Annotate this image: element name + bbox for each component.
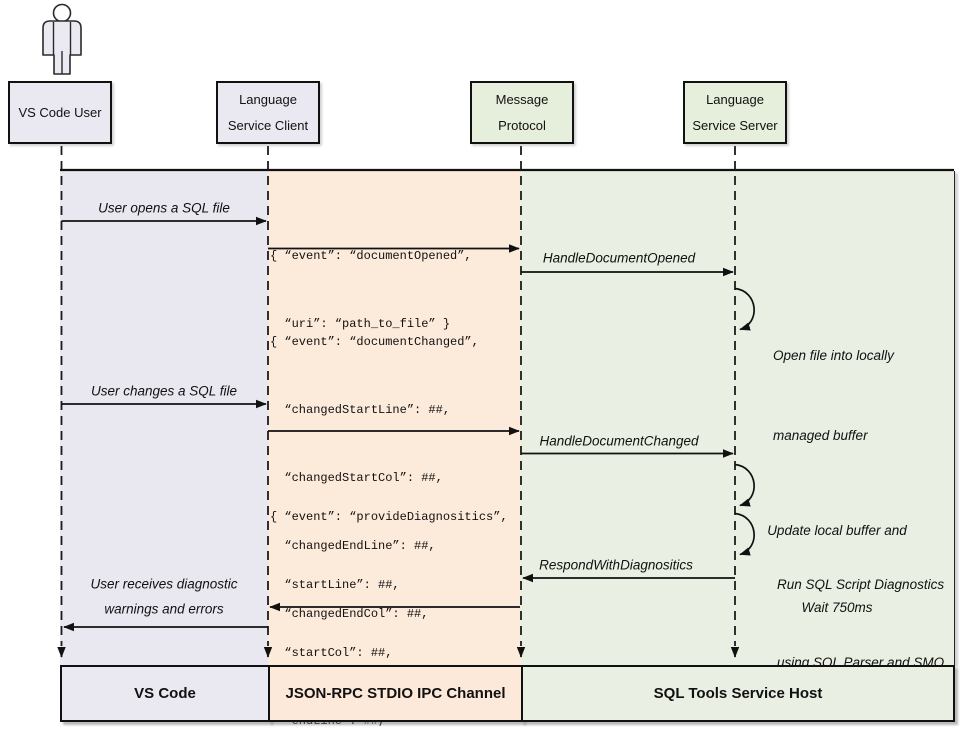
label-respond-diag: RespondWithDiagnositics: [539, 557, 693, 572]
actor-label: Language: [239, 91, 297, 107]
label-receive-diag-2: warnings and errors: [104, 601, 224, 616]
payload-document-opened: { “event”: “documentOpened”, “uri”: “pat…: [270, 249, 472, 332]
actor-label: Language: [706, 91, 764, 107]
lane-ipc-channel: [268, 171, 521, 665]
actor-box-message-protocol: Message Protocol: [470, 81, 574, 144]
footer-box-ipc-channel: JSON-RPC STDIO IPC Channel: [268, 665, 523, 722]
actor-box-language-service-server: Language Service Server: [683, 81, 787, 144]
actor-box-vscode-user: VS Code User: [8, 81, 112, 144]
footer-box-service-host: SQL Tools Service Host: [521, 665, 955, 722]
footer-box-vscode: VS Code: [60, 665, 270, 722]
note-open-buffer: Open file into locally managed buffer: [773, 348, 894, 443]
label-change-file: User changes a SQL file: [90, 383, 238, 398]
actor-label: Protocol: [498, 117, 546, 133]
label-open-file: User opens a SQL file: [98, 200, 230, 216]
lane-service-host: [521, 171, 955, 665]
note-update-buffer: Update local buffer and Wait 750ms: [767, 523, 907, 615]
lane-vscode: [60, 171, 268, 665]
user-actor-icon: [42, 3, 82, 75]
actor-box-language-service-client: Language Service Client: [216, 81, 320, 144]
label-handle-changed: HandleDocumentChanged: [539, 433, 699, 448]
actor-label: Service Server: [692, 117, 778, 133]
actor-label: Message: [495, 91, 549, 107]
actor-label: VS Code User: [18, 104, 102, 120]
actor-label: Service Client: [227, 117, 309, 133]
label-handle-opened: HandleDocumentOpened: [542, 250, 696, 266]
label-receive-diag-1: User receives diagnostic: [90, 576, 238, 591]
